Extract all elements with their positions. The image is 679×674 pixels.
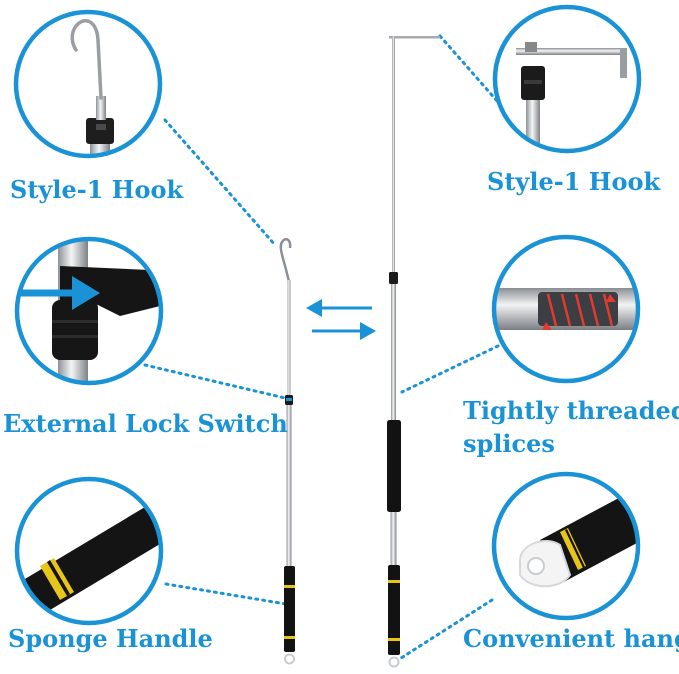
label-convenient-hang: Convenient hang (463, 624, 679, 653)
bar-attachment-detail-circle (492, 4, 642, 154)
hang-ring-detail-circle (491, 471, 641, 621)
threaded-splice-detail-circle (491, 234, 641, 384)
arrow-right-icon (312, 322, 376, 340)
label-hook-right: Style-1 Hook (487, 167, 661, 196)
right-pole (387, 36, 440, 668)
label-hook-left: Style-1 Hook (10, 175, 184, 204)
leader-lines (143, 34, 500, 662)
label-threaded-line2: splices (463, 429, 555, 458)
lock-switch-detail-circle (14, 236, 164, 386)
sponge-handle-detail-circle (14, 476, 164, 626)
label-threaded-line1: Tightly threaded (463, 396, 679, 425)
left-pole (279, 237, 295, 665)
arrow-left-icon (306, 299, 372, 317)
label-lock-switch: External Lock Switch (3, 409, 288, 438)
label-sponge-handle: Sponge Handle (8, 624, 213, 653)
hook-detail-circle (13, 9, 163, 159)
